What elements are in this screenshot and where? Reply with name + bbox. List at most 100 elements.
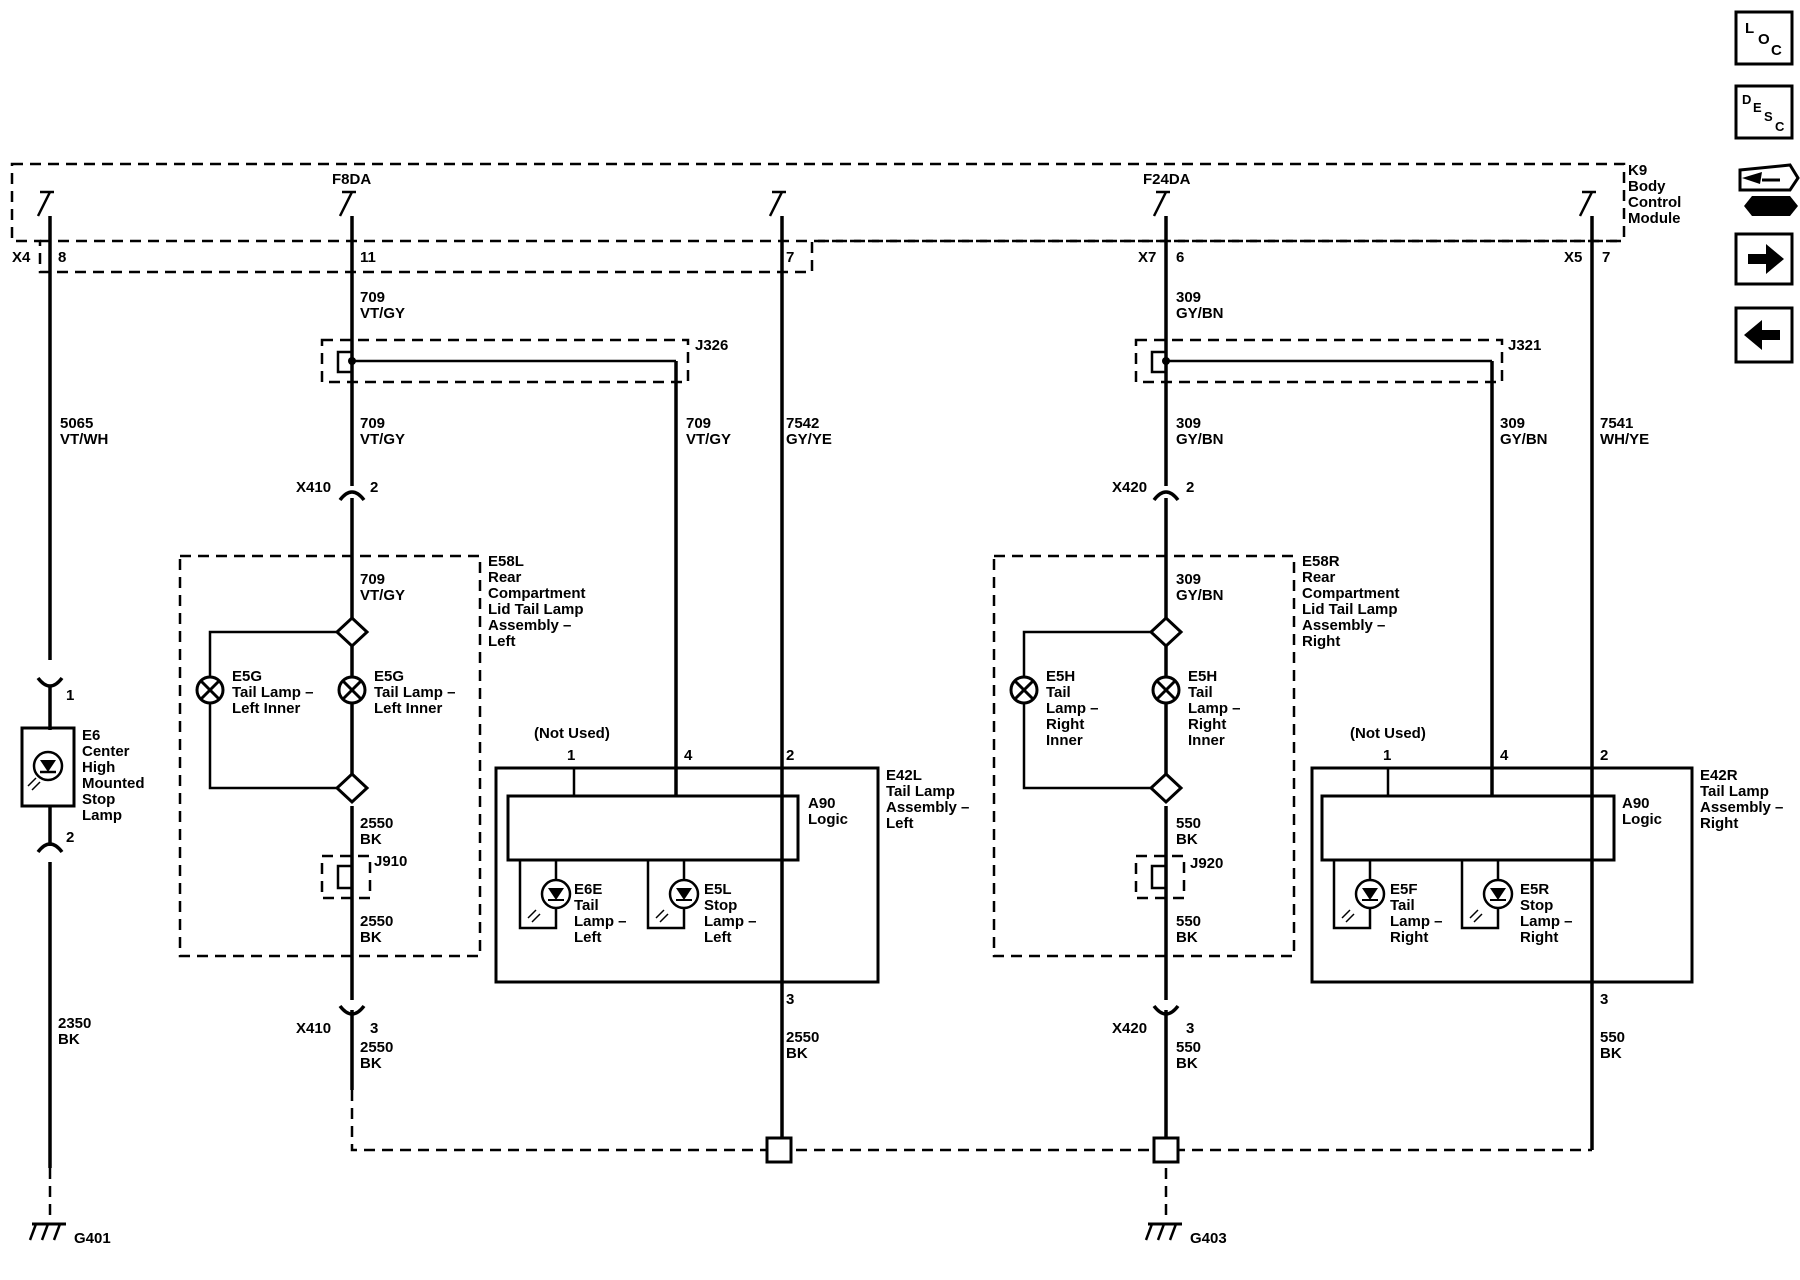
- component-label: Lamp: [82, 807, 122, 824]
- switch-symbol: [1578, 190, 1596, 217]
- rear-compartment-lid-tail-lamp-left: E58L Rear Compartment Lid Tail Lamp Asse…: [178, 553, 586, 958]
- pin-label: 2: [66, 829, 74, 846]
- component-label: Right: [1520, 929, 1558, 946]
- led-icon: [27, 750, 64, 791]
- desc-letter-c: C: [1775, 119, 1785, 134]
- splice-pack-j326: J326: [320, 337, 728, 384]
- component-label: Right: [1390, 929, 1428, 946]
- module-name: K9: [1628, 162, 1647, 179]
- component-label: Right: [1302, 633, 1340, 650]
- not-used-label: (Not Used): [534, 725, 610, 742]
- wire-number: 2550: [360, 1039, 393, 1056]
- wire-color: BK: [360, 929, 382, 946]
- component-id: E5H: [1188, 668, 1217, 685]
- wire-color: VT/GY: [360, 431, 405, 448]
- wire-number: 550: [1600, 1029, 1625, 1046]
- wire-color: BK: [360, 1055, 382, 1072]
- logic-module: A90 Logic: [506, 794, 848, 862]
- component-id: E6: [82, 727, 100, 744]
- location-button[interactable]: L O C: [1734, 10, 1794, 66]
- component-id: E6E: [574, 881, 602, 898]
- pin-label: 2: [370, 479, 378, 496]
- wire-color: VT/GY: [686, 431, 731, 448]
- splice-label: J920: [1190, 855, 1223, 872]
- component-label: Tail Lamp: [1700, 783, 1769, 800]
- connector-x5: X5: [1564, 249, 1582, 266]
- pin-label: 3: [370, 1020, 378, 1037]
- wire-color: VT/GY: [360, 305, 405, 322]
- component-label: Stop: [1520, 897, 1553, 914]
- pin-label: 4: [684, 747, 693, 764]
- component-label: Compartment: [488, 585, 586, 602]
- wire-number: 309: [1176, 415, 1201, 432]
- connector-x7: X7: [1138, 249, 1156, 266]
- component-label: Lid Tail Lamp: [488, 601, 584, 618]
- bulb-icon: [1151, 675, 1181, 705]
- wire-number: 7541: [1600, 415, 1633, 432]
- component-id: E58R: [1302, 553, 1340, 570]
- desc-letter-s: S: [1764, 109, 1773, 124]
- splice-diamond: [1148, 615, 1184, 649]
- pin-label: 8: [58, 249, 66, 266]
- arrow-left-icon: [1744, 320, 1780, 350]
- bulb-icon: [1009, 675, 1039, 705]
- ground-splice-right: [1152, 1136, 1180, 1164]
- stop-lamp-led: E5L Stop Lamp – Left: [646, 860, 757, 946]
- component-label: Left: [704, 929, 732, 946]
- connector-view-button[interactable]: [1738, 163, 1800, 216]
- pin-label: 1: [1383, 747, 1391, 764]
- splice-label: J326: [695, 337, 728, 354]
- wire-number: 709: [686, 415, 711, 432]
- pin-label: 7: [786, 249, 794, 266]
- stop-lamp-led: E5R Stop Lamp – Right: [1460, 860, 1573, 946]
- component-label: Lamp –: [574, 913, 627, 930]
- component-label: Assembly –: [488, 617, 571, 634]
- component-label: Lamp –: [1390, 913, 1443, 930]
- ground-splice-left: [765, 1136, 793, 1164]
- arrow-right-icon: [1748, 244, 1784, 274]
- center-high-mounted-stop-lamp: 1 2 E6 Center High Mounted Stop Lamp: [20, 676, 144, 854]
- pin-label: 11: [360, 249, 376, 266]
- component-label: Stop: [704, 897, 737, 914]
- wire-color: BK: [1600, 1045, 1622, 1062]
- component-id: E5H: [1046, 668, 1075, 685]
- module-label-2: Control: [1628, 194, 1681, 211]
- wire-color: VT/GY: [360, 587, 405, 604]
- bulb-icon: [195, 675, 225, 705]
- logic-id: A90: [808, 795, 836, 812]
- component-label: Left: [574, 929, 602, 946]
- logic-module: A90 Logic: [1320, 794, 1662, 862]
- component-label: Rear: [488, 569, 522, 586]
- component-label: Lid Tail Lamp: [1302, 601, 1398, 618]
- inline-connector-x410-top: X410 2: [296, 479, 378, 502]
- component-label: Left Inner: [374, 700, 442, 717]
- body-control-module: K9 Body Control Module F8DA F24DA X4 8 1…: [10, 162, 1681, 274]
- splice-diamond: [334, 615, 370, 649]
- pin-label: 2: [1600, 747, 1608, 764]
- wire-color: BK: [1176, 929, 1198, 946]
- next-page-button[interactable]: [1734, 232, 1794, 286]
- logic-id: A90: [1622, 795, 1650, 812]
- component-label: Mounted: [82, 775, 144, 792]
- component-id: E58L: [488, 553, 524, 570]
- pin-label: 1: [567, 747, 575, 764]
- splice-j910: J910: [320, 853, 407, 900]
- inline-connector-x420-top: X420 2: [1112, 479, 1194, 502]
- component-label: Inner: [1046, 732, 1083, 749]
- previous-page-button[interactable]: [1734, 306, 1794, 364]
- wire-color: BK: [360, 831, 382, 848]
- switch-symbol: [1152, 190, 1170, 217]
- description-button[interactable]: D E S C: [1734, 84, 1794, 140]
- wire-number: 5065: [60, 415, 93, 432]
- component-id: E42R: [1700, 767, 1738, 784]
- tail-lamp-assembly-right: E42R Tail Lamp Assembly – Right (Not Use…: [1310, 725, 1783, 1008]
- component-label: Left: [886, 815, 914, 832]
- logic-label: Logic: [808, 811, 848, 828]
- tail-lamp-led: E6E Tail Lamp – Left: [518, 860, 627, 946]
- wire-number: 2550: [360, 913, 393, 930]
- wire-color: WH/YE: [1600, 431, 1649, 448]
- connector-label: X420: [1112, 1020, 1147, 1037]
- module-label-1: Body: [1628, 178, 1666, 195]
- component-label: Lamp –: [1188, 700, 1241, 717]
